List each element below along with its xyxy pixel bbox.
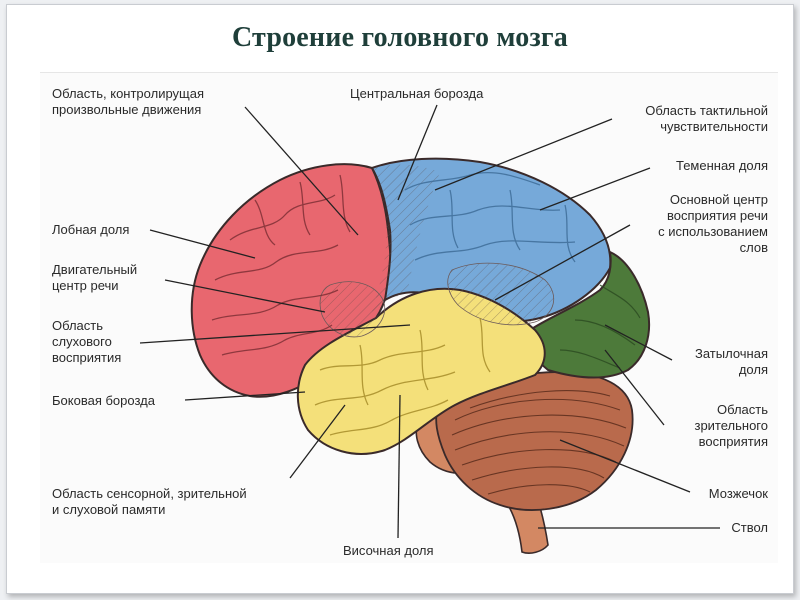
- leader-cerebellum: [559, 439, 691, 493]
- motor-speech-hatch: [319, 281, 386, 338]
- speech-area-hatch: [447, 262, 555, 326]
- label-parietal-lobe: Теменная доля: [675, 158, 768, 173]
- leader-occipital-lobe: [604, 324, 673, 361]
- label-brainstem: Ствол: [731, 520, 768, 535]
- leader-central-sulcus: [397, 104, 438, 201]
- label-central-sulcus: Центральная борозда: [350, 86, 484, 101]
- label-temporal-lobe: Височная доля: [343, 543, 434, 558]
- label-frontal-lobe: Лобная доля: [52, 222, 130, 237]
- leader-auditory-area: [139, 324, 411, 344]
- label-cerebellum: Мозжечок: [708, 486, 768, 501]
- leader-motor-area: [244, 106, 359, 236]
- leader-frontal-lobe: [149, 229, 256, 259]
- leader-lateral-sulcus: [184, 391, 306, 401]
- leader-motor-speech: [164, 279, 326, 313]
- leader-tactile-area: [434, 118, 613, 191]
- leader-memory-area: [289, 404, 346, 479]
- motor-area-hatch: [372, 164, 440, 312]
- leader-temporal-lobe: [397, 394, 401, 539]
- leader-parietal-lobe: [539, 167, 651, 211]
- occipital-lobe-region: [528, 250, 651, 379]
- leader-speech-center: [494, 224, 631, 301]
- cerebellum-region: [435, 371, 634, 511]
- label-lateral-sulcus: Боковая борозда: [52, 393, 155, 408]
- slide-title: Строение головного мозга: [231, 22, 569, 53]
- leader-visual-area: [604, 349, 665, 426]
